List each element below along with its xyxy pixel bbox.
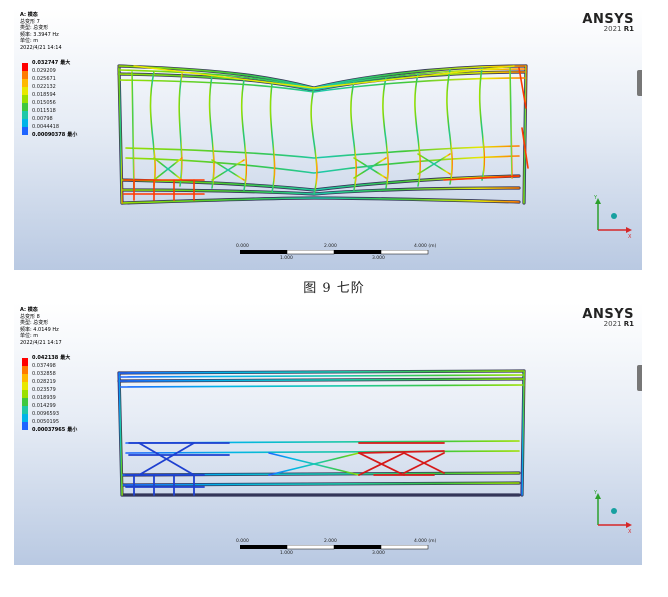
graphics-viewport-mode-7[interactable]: A: 模态 总变形 7 类型: 总变形 频率: 3.3947 Hz 单位: m …	[14, 8, 642, 270]
result-info: A: 模态 总变形 8 类型: 总变形 频率: 4.0149 Hz 单位: m …	[20, 307, 62, 347]
result-name: 总变形 8	[20, 313, 40, 320]
legend-swatch	[22, 414, 28, 422]
legend-value: 0.0096593	[32, 411, 60, 417]
legend-swatch	[22, 366, 28, 374]
result-frequency: 频率: 3.3947 Hz	[20, 31, 59, 38]
legend-swatch	[22, 374, 28, 382]
legend-value: 0.028219	[32, 379, 56, 385]
figure-caption: 图 9 七阶	[303, 281, 365, 296]
legend-value: 0.014299	[32, 403, 56, 409]
svg-text:Y: Y	[593, 490, 598, 496]
legend-swatch	[22, 71, 28, 79]
ansys-logo: ANSYS 2021 R1	[582, 12, 634, 33]
result-date: 2022/4/21 14:14	[20, 44, 62, 51]
legend-value: 0.018939	[32, 395, 56, 401]
legend-swatch	[22, 103, 28, 111]
legend-swatch	[22, 406, 28, 414]
result-info: A: 模态 总变形 7 类型: 总变形 频率: 3.3947 Hz 单位: m …	[20, 12, 62, 52]
legend-value: 0.023579	[32, 387, 56, 393]
legend-swatch	[22, 79, 28, 87]
svg-text:X: X	[628, 234, 632, 240]
legend-swatch	[22, 422, 28, 430]
result-date: 2022/4/21 14:17	[20, 339, 62, 346]
legend-value: 0.022132	[32, 84, 56, 90]
deformed-frame-model[interactable]	[14, 8, 642, 270]
legend-swatch	[22, 95, 28, 103]
svg-text:Y: Y	[593, 195, 598, 201]
legend-swatch	[22, 382, 28, 390]
legend-value: 0.0044418	[32, 124, 60, 130]
result-name: 总变形 7	[20, 18, 40, 25]
legend-value: 0.032858	[32, 371, 56, 377]
graphics-viewport-mode-8[interactable]: A: 模态 总变形 8 类型: 总变形 频率: 4.0149 Hz 单位: m …	[14, 303, 642, 565]
result-type: 类型: 总变形	[20, 25, 49, 32]
legend-swatch	[22, 63, 28, 71]
legend-swatch	[22, 111, 28, 119]
coordinate-triad[interactable]: Y X	[588, 489, 636, 539]
svg-text:X: X	[628, 529, 632, 535]
result-unit: 单位: m	[20, 38, 39, 45]
legend-value: 0.025671	[32, 76, 56, 82]
ansys-logo: ANSYS 2021 R1	[582, 307, 634, 328]
side-panel-tab[interactable]	[637, 70, 642, 96]
legend-swatch	[22, 87, 28, 95]
result-frequency: 频率: 4.0149 Hz	[20, 326, 59, 333]
legend-value: 0.029209	[32, 68, 56, 74]
scale-bar: 0.000 2.000 4.000 (m) 1.000 3.000	[236, 539, 437, 556]
legend-value: 0.0050195	[32, 419, 60, 425]
legend-value: 0.015056	[32, 100, 56, 106]
legend-value: 0.018594	[32, 92, 56, 98]
legend-swatch	[22, 398, 28, 406]
legend-swatch	[22, 119, 28, 127]
side-panel-tab[interactable]	[637, 365, 642, 391]
coordinate-triad[interactable]: Y X	[588, 194, 636, 244]
legend-value: 0.011518	[32, 108, 56, 114]
deformed-frame-model[interactable]	[14, 303, 642, 565]
legend-value: 0.00798	[32, 116, 53, 122]
scale-bar: 0.000 2.000 4.000 (m) 1.000 3.000	[236, 244, 437, 261]
legend-swatch	[22, 390, 28, 398]
analysis-title: A: 模态	[20, 307, 38, 313]
legend-swatch	[22, 127, 28, 135]
result-type: 类型: 总变形	[20, 320, 49, 327]
legend-value: 0.037498	[32, 363, 56, 369]
legend-swatch	[22, 358, 28, 366]
result-unit: 单位: m	[20, 333, 39, 340]
analysis-title: A: 模态	[20, 12, 38, 18]
